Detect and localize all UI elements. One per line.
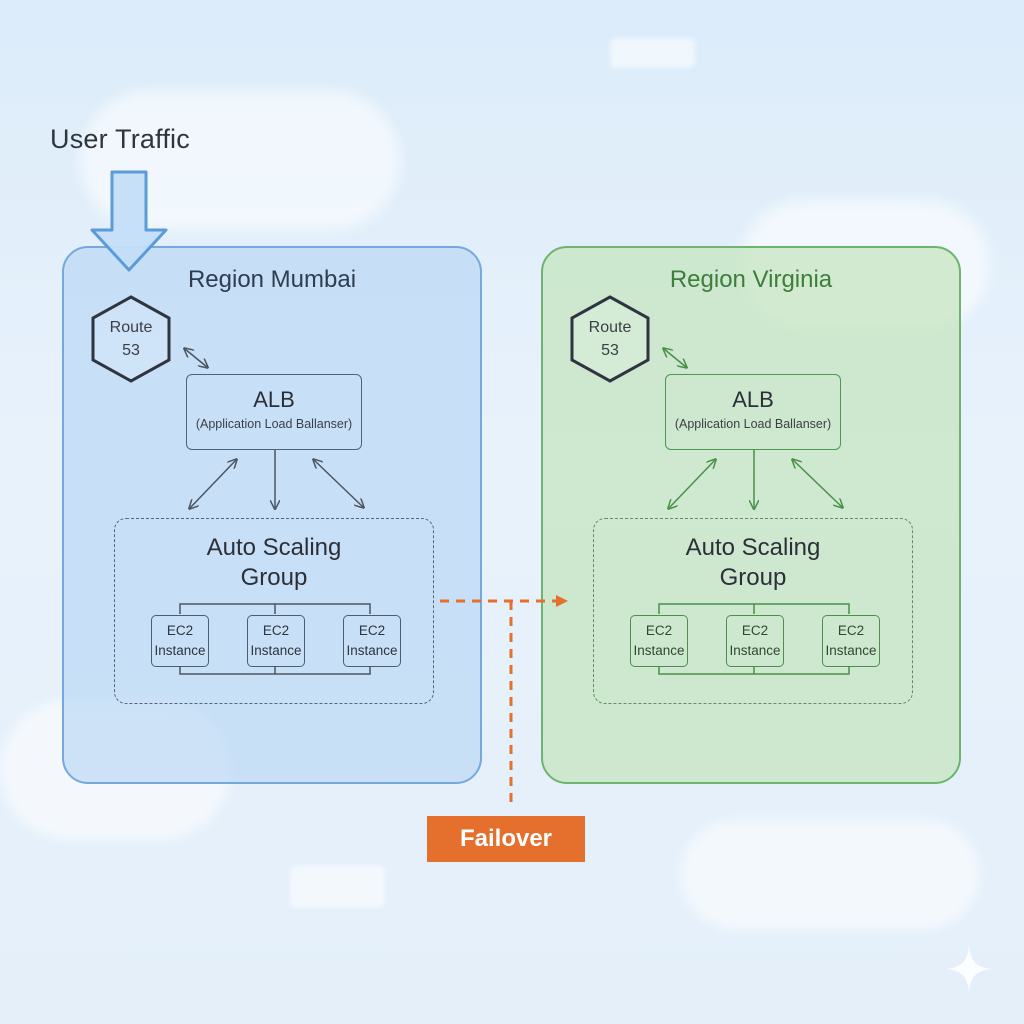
alb-title: ALB: [253, 387, 295, 412]
region-virginia: Region Virginia Route 53 ALB (Applicatio…: [541, 246, 961, 784]
ec2-label: EC2: [358, 623, 386, 638]
background-cloud: [80, 90, 400, 230]
ec2-label: EC2: [262, 623, 290, 638]
asg-title-line2: Group: [719, 564, 787, 591]
background-cloud: [290, 866, 385, 908]
asg-title-line2: Group: [240, 564, 308, 591]
ec2-label: EC2: [741, 623, 769, 638]
hexagon-icon: [91, 295, 171, 383]
asg-title-line1: Auto Scaling: [685, 534, 821, 561]
background-cloud: [610, 38, 695, 68]
alb-subtitle: (Application Load Ballanser): [674, 417, 832, 431]
user-traffic-title: User Traffic: [50, 124, 190, 154]
route53-node: Route 53: [88, 316, 174, 362]
auto-scaling-group: Auto Scaling Group EC2 Instance EC2 Inst…: [114, 518, 434, 704]
asg-title-line1: Auto Scaling: [206, 534, 342, 561]
region-mumbai: Region Mumbai Route 53 ALB (Application …: [62, 246, 482, 784]
instance-label: Instance: [633, 643, 685, 658]
ec2-label: EC2: [166, 623, 194, 638]
ec2-label: EC2: [837, 623, 865, 638]
instance-label: Instance: [154, 643, 206, 658]
route53-label: Route: [588, 319, 632, 336]
instance-label: Instance: [250, 643, 302, 658]
ec2-instance: EC2 Instance: [151, 615, 209, 667]
region-title: Region Mumbai: [187, 266, 357, 293]
background-cloud: [680, 820, 980, 930]
failover-label: Failover: [427, 816, 585, 862]
instance-label: Instance: [729, 643, 781, 658]
route53-number: 53: [122, 342, 140, 359]
alb-node: ALB (Application Load Ballanser): [186, 374, 362, 450]
asg-title: Auto Scaling Group: [594, 533, 912, 593]
route53-number: 53: [601, 342, 619, 359]
alb-node: ALB (Application Load Ballanser): [665, 374, 841, 450]
auto-scaling-group: Auto Scaling Group EC2 Instance EC2 Inst…: [593, 518, 913, 704]
asg-title: Auto Scaling Group: [115, 533, 433, 593]
hexagon-icon: [570, 295, 650, 383]
ec2-instance: EC2 Instance: [822, 615, 880, 667]
sparkle-icon: [946, 946, 992, 992]
ec2-instance: EC2 Instance: [726, 615, 784, 667]
region-title: Region Virginia: [669, 266, 833, 293]
route53-node: Route 53: [567, 316, 653, 362]
ec2-instance: EC2 Instance: [343, 615, 401, 667]
route53-label: Route: [109, 319, 153, 336]
instance-label: Instance: [346, 643, 398, 658]
ec2-instance: EC2 Instance: [247, 615, 305, 667]
instance-label: Instance: [825, 643, 877, 658]
ec2-instance: EC2 Instance: [630, 615, 688, 667]
alb-title: ALB: [732, 387, 774, 412]
alb-subtitle: (Application Load Ballanser): [195, 417, 353, 431]
ec2-label: EC2: [645, 623, 673, 638]
